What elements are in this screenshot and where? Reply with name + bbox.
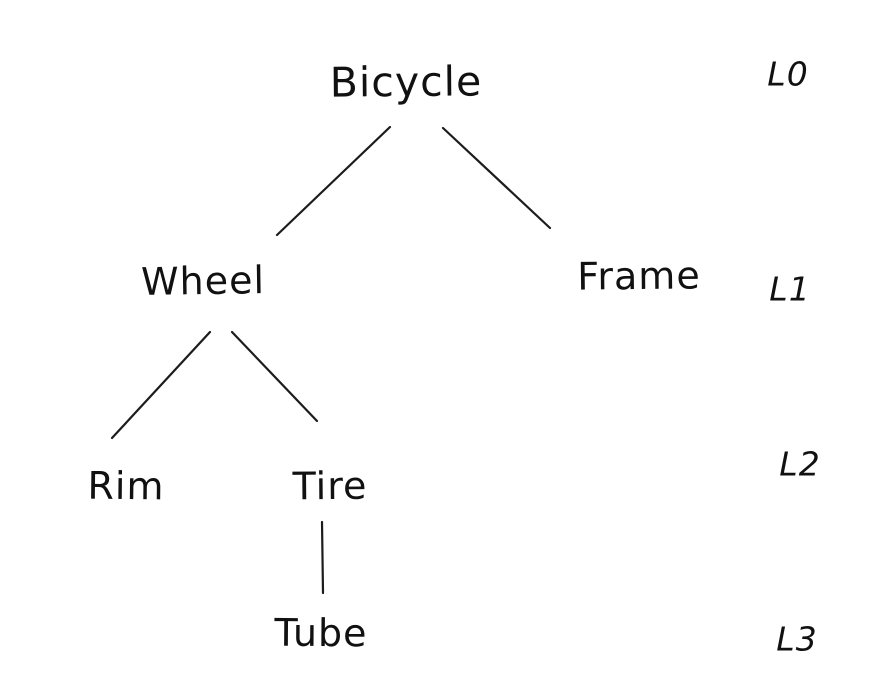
- node-tube: Tube: [274, 610, 368, 656]
- level-label-l1: L1: [769, 269, 811, 309]
- node-rim: Rim: [87, 463, 165, 509]
- level-label-l2: L2: [779, 444, 821, 484]
- node-tire: Tire: [292, 463, 368, 509]
- edge-wheel-tire: [230, 330, 319, 423]
- edge-tire-tube: [320, 520, 325, 595]
- level-label-l0: L0: [767, 54, 809, 94]
- node-frame: Frame: [577, 253, 701, 299]
- level-label-l3: L3: [776, 619, 818, 659]
- node-bicycle: Bicycle: [329, 57, 483, 107]
- node-wheel: Wheel: [140, 258, 266, 304]
- edge-bicycle-frame: [441, 126, 552, 230]
- edge-wheel-rim: [110, 330, 212, 440]
- edge-bicycle-wheel: [275, 125, 392, 237]
